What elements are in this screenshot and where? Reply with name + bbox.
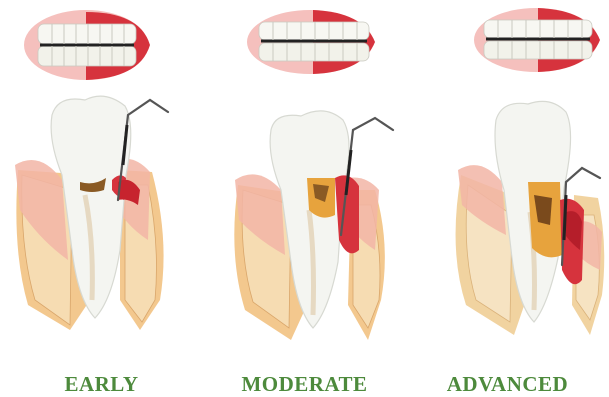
smile-icon	[474, 8, 600, 72]
stage-label-early: EARLY	[0, 372, 203, 397]
advanced-illustration	[406, 0, 609, 396]
tooth-cross-section-icon	[234, 111, 385, 340]
stage-panel-advanced: ADVANCED	[406, 0, 609, 396]
smile-icon	[247, 10, 375, 74]
moderate-illustration	[203, 0, 406, 396]
tooth-cross-section-icon	[456, 101, 605, 335]
smile-icon	[24, 10, 150, 80]
stage-label-moderate: MODERATE	[203, 372, 406, 397]
stage-label-advanced: ADVANCED	[406, 372, 609, 397]
stage-panel-moderate: MODERATE	[203, 0, 406, 396]
tooth-cross-section-icon	[15, 96, 164, 330]
early-illustration	[0, 0, 203, 396]
stage-panel-early: EARLY	[0, 0, 203, 396]
